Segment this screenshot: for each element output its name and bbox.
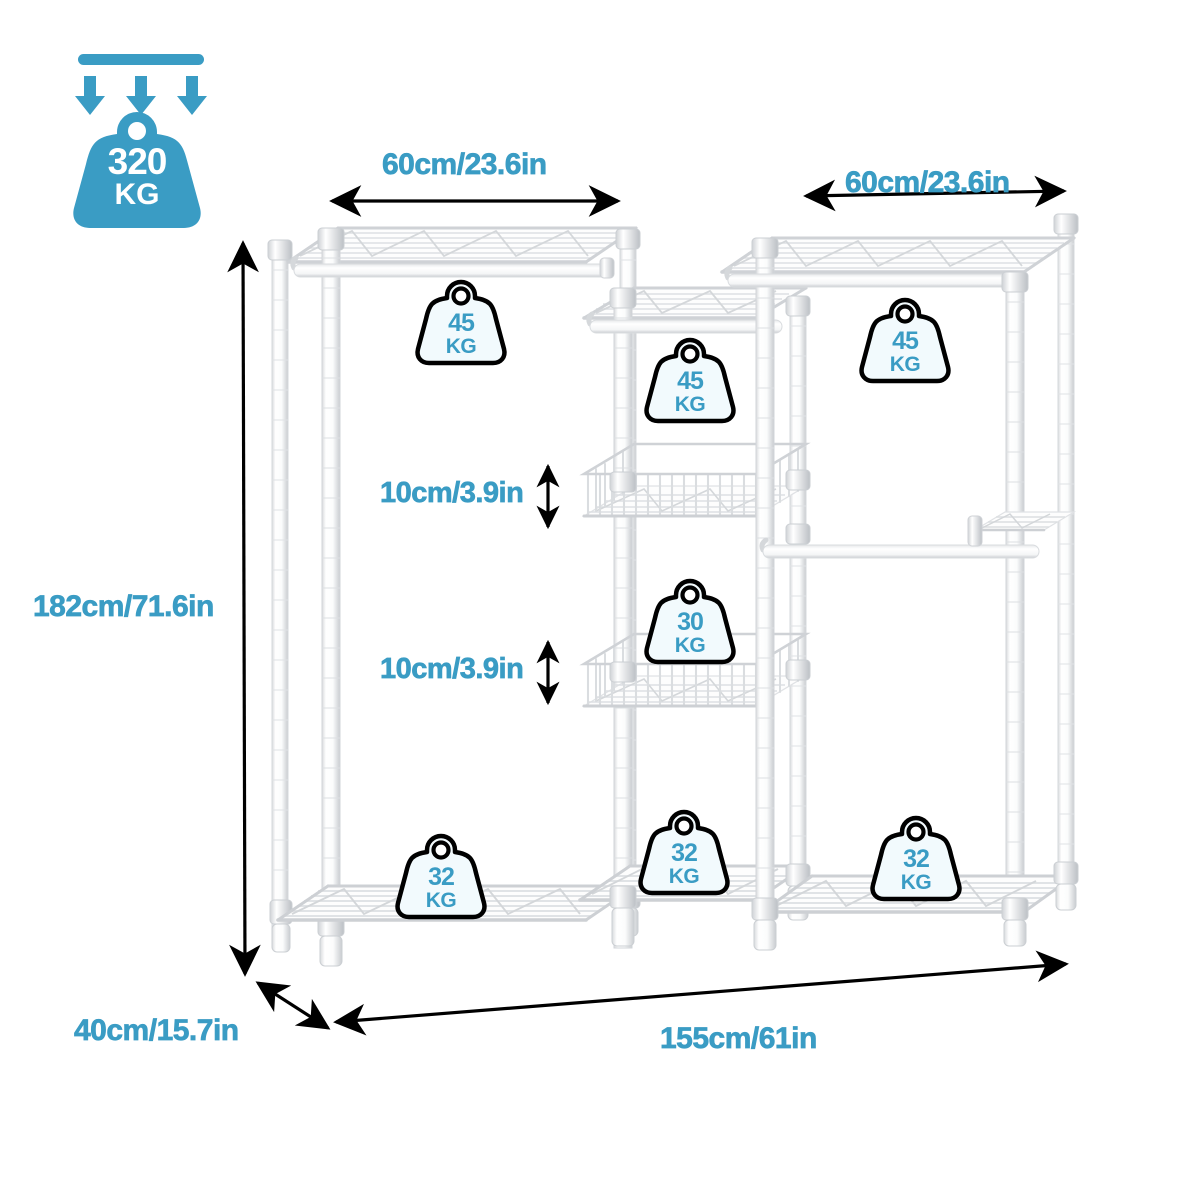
right-middle-rod	[759, 515, 1040, 559]
rod-right-middle	[762, 544, 1040, 559]
pole-right-back	[1057, 213, 1075, 895]
middle-section	[577, 286, 811, 949]
right-section	[719, 213, 1079, 951]
right-middle-cross-shelf	[972, 511, 1077, 532]
capacity-unit: KG	[114, 178, 160, 211]
arrow-overall-height	[227, 240, 261, 977]
collar-left-back-top	[267, 239, 293, 261]
rod-left	[293, 263, 613, 278]
arrow-overall-width	[333, 950, 1069, 1036]
arrow-overall-depth	[255, 981, 331, 1030]
left-hanging-rod	[290, 255, 615, 279]
dimension-label-overall-height: 182cm/71.6in	[33, 590, 215, 624]
load-badges	[395, 279, 962, 920]
weight-handle-hole	[128, 122, 146, 140]
foot-left-back	[271, 923, 291, 953]
dimension-label-top-left-width: 60cm/23.6in	[382, 148, 548, 182]
middle-hanging-rod	[586, 311, 783, 334]
badge-left-bottom-shelf	[395, 833, 487, 920]
weight-icon-320	[73, 112, 201, 228]
middle-top-shelf	[581, 286, 809, 320]
capacity-icon-group	[73, 54, 207, 228]
dimension-label-overall-width: 155cm/61in	[660, 1022, 818, 1056]
badge-left-top-rod	[415, 279, 507, 366]
down-arrow-icons	[75, 76, 207, 115]
dimension-label-basket-gap-upper: 10cm/3.9in	[380, 477, 525, 510]
middle-upper-basket	[579, 442, 811, 518]
ceiling-bar-icon	[78, 54, 204, 65]
capacity-badge-text: 320 KG	[93, 143, 181, 210]
badge-middle-top-rod	[644, 337, 736, 424]
badge-middle-basket	[644, 578, 736, 665]
badge-right-top-rod	[859, 297, 951, 384]
rod-middle	[589, 319, 783, 334]
pole-middle-front-left	[613, 287, 633, 949]
capacity-value: 320	[107, 141, 168, 182]
dimension-label-overall-depth: 40cm/15.7in	[74, 1014, 240, 1048]
pole-left-front	[317, 227, 345, 967]
rod-right-top	[727, 273, 1021, 288]
pole-left-back	[271, 239, 289, 941]
badge-middle-bottom-shelf	[638, 809, 730, 896]
dimension-label-top-right-width: 60cm/23.6in	[845, 166, 1011, 200]
right-top-shelf	[719, 236, 1077, 274]
pole-middle-back-right	[789, 295, 807, 917]
dimension-label-basket-gap-lower: 10cm/3.9in	[380, 653, 525, 686]
pole-right-front-right	[1005, 271, 1025, 933]
pole-right-front-left	[755, 237, 775, 939]
dimension-arrows	[227, 175, 1069, 1036]
arrow-top-right-width	[803, 175, 1067, 212]
badge-right-bottom-shelf	[870, 815, 962, 902]
